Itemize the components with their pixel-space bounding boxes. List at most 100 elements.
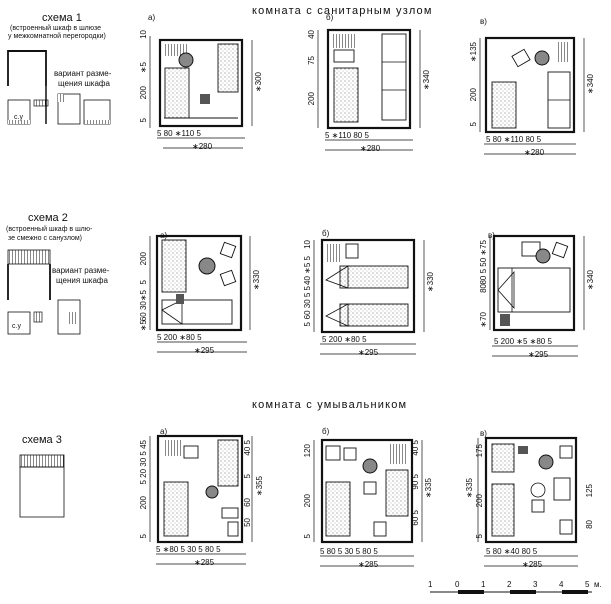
scheme-1-wc: с.у (14, 114, 23, 121)
plan-r3-c-right-1: 80 (585, 520, 594, 529)
plan-r3-a-total: ∗285 (194, 558, 215, 567)
plan-r2-b-left-2: 60 30 5 5 (303, 286, 312, 320)
scale-tick-6: 5 (585, 580, 590, 589)
scale-tick-3: 2 (507, 580, 512, 589)
plan-r2-b-left-0: 10 (303, 240, 312, 249)
plan-r1-a-side: ∗300 (254, 72, 263, 93)
plan-r2-b-label: б) (322, 229, 330, 238)
dimension-lines (149, 30, 585, 567)
plan-r1-b-top-dims: 5 ∗110 80 5 (325, 131, 369, 140)
plan-r1-b-left-1: 75 (307, 56, 316, 65)
plan-r2-b-total: ∗295 (358, 348, 379, 357)
scheme-2-variant-2: щения шкафа (56, 276, 108, 285)
heading-sanitary: комната с санитарным узлом (252, 5, 433, 17)
plan-r2-b-side: ∗330 (426, 272, 435, 293)
scheme-1-sketch (7, 50, 111, 125)
scheme-1-note-1: (встроенный шкаф в шлюзе (10, 25, 102, 32)
scale-tick-2: 1 (481, 580, 486, 589)
scheme-2-variant-1: вариант разме- (52, 266, 110, 275)
scale-tick-0: 1 (428, 580, 433, 589)
plan-r3-b-top-dims: 5 80 5 30 5 80 5 (320, 547, 378, 556)
plan-r2-c-left-2: ∗70 (479, 312, 488, 328)
plan-r1-b-total: ∗280 (360, 144, 381, 153)
scheme-2-note-2: зе смежно с санузлом) (8, 235, 83, 242)
plan-r3-b-left-1: 200 (303, 494, 312, 508)
plan-r3-b-total: ∗285 (358, 560, 379, 569)
plan-r1-a-total: ∗280 (192, 142, 213, 151)
scheme-2-wc: с.у (12, 323, 21, 330)
plan-r2-a-total: ∗295 (194, 346, 215, 355)
scheme-2-note-1: (встроенный шкаф в шлю- (6, 226, 93, 233)
plan-r3-c-side: ∗335 (465, 478, 474, 499)
scheme-2-sketch (7, 249, 81, 335)
plan-r1-a-top-dims: 5 80 ∗110 5 (157, 129, 201, 138)
plan-r2-c (492, 234, 576, 332)
plan-r3-c-label: в) (480, 429, 487, 438)
plan-r1-c-label: в) (480, 17, 487, 26)
plan-r3-a-right-0: 40 5 (243, 440, 252, 456)
plan-r2-c-left-1: 80 (479, 284, 488, 293)
plan-r1-c-left-0: ∗135 (469, 42, 478, 63)
plan-r1-b (326, 28, 412, 130)
plan-r2-c-left-0: 80 5 50 ∗75 (479, 240, 488, 285)
scale-tick-4: 3 (533, 580, 538, 589)
plan-r3-b-right-1: 90 5 (411, 474, 420, 490)
plan-r2-a-top-dims: 5 200 ∗80 5 (157, 333, 202, 342)
plan-r3-b-label: б) (322, 427, 330, 436)
plan-r3-b-right-2: 60 5 (411, 510, 420, 526)
plan-r1-c-top-dims: 5 80 ∗110 80 5 (486, 135, 542, 144)
plan-r3-b-left-0: 120 (303, 444, 312, 458)
scheme-1-variant-2: щения шкафа (58, 79, 110, 88)
scheme-1-title: схема 1 (42, 12, 82, 24)
plan-r2-a-left-1: 5 (139, 280, 148, 285)
scheme-1-note-2: у межкомнатной перегородки) (8, 33, 106, 40)
plan-r2-a-side: ∗330 (252, 270, 261, 291)
plan-r2-b-left-3: 5 (303, 322, 312, 327)
plan-r2-c-top-dims: 5 200 ∗5 ∗80 5 (494, 337, 552, 346)
plan-r1-c-left-1: 200 (469, 88, 478, 102)
plan-r1-c-left-2: 5 (469, 122, 478, 127)
plan-r1-b-side: ∗340 (422, 70, 431, 91)
plan-r2-a-left-2: 60 30∗5 (139, 290, 148, 322)
plan-r2-c-total: ∗295 (528, 350, 549, 359)
heading-washbasin: комната с умывальником (252, 399, 408, 411)
plan-r2-a-label: а) (160, 231, 168, 240)
plan-r2-b (320, 238, 416, 334)
plan-r3-a-right-3: 50 (243, 518, 252, 527)
plan-r2-b-top-dims: 5 200 ∗80 5 (322, 335, 367, 344)
plan-r3-c-right-0: 125 (585, 484, 594, 498)
plan-r2-a (155, 234, 243, 332)
plan-r1-a-left-1: ∗5 (139, 62, 148, 74)
plan-r1-b-label: б) (326, 13, 334, 22)
scheme-3-title: схема 3 (22, 434, 62, 446)
plan-r3-a-top-dims: 5 ∗80 5 30 5 80 5 (156, 545, 221, 554)
plan-r2-c-side: ∗340 (586, 270, 595, 291)
plan-r2-c-label: в) (488, 231, 495, 240)
plan-r3-a-side: ∗355 (255, 476, 264, 497)
plan-r3-b-right-0: 40 5 (411, 440, 420, 456)
scale-unit: м. (594, 580, 602, 589)
plan-r3-b-side: ∗335 (424, 478, 433, 499)
plan-r1-a (158, 38, 244, 128)
plan-r3-c (484, 436, 578, 544)
plan-r2-b-left-1: 40 ∗5 5 (303, 256, 312, 285)
plan-r1-b-left-2: 200 (307, 92, 316, 106)
scheme-3-sketch (19, 454, 65, 518)
plan-r3-b-left-2: 5 (303, 534, 312, 539)
plan-r1-c-total: ∗280 (524, 148, 545, 157)
plan-r3-c-total: ∗285 (522, 560, 543, 569)
plan-r1-a-left-3: 5 (139, 118, 148, 123)
scale-tick-5: 4 (559, 580, 564, 589)
plan-r3-a-right-1: 5 (243, 474, 252, 479)
plan-r2-a-left-0: 200 (139, 252, 148, 266)
plan-r3-b (320, 438, 414, 544)
plan-r3-a-left-0: 5 20 30 5 45 (139, 440, 148, 485)
scale-tick-1: 0 (455, 580, 460, 589)
scheme-2-title: схема 2 (28, 212, 68, 224)
scale-bar (430, 590, 592, 594)
plan-r1-b-left-0: 40 (307, 30, 316, 39)
plan-r3-c-left-0: 175 (475, 444, 484, 458)
plan-r3-a-label: а) (160, 427, 168, 436)
